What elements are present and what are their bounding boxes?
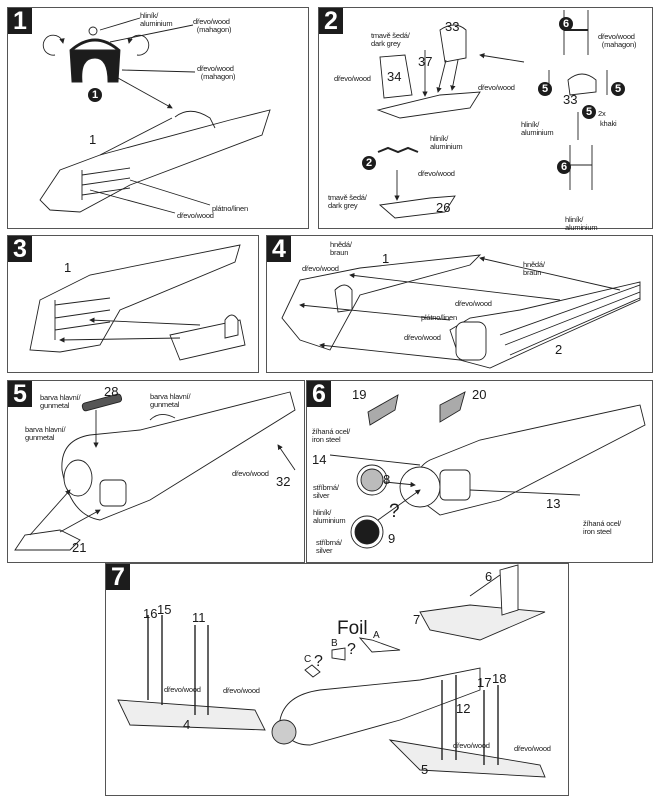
part-number: 20 — [472, 387, 487, 402]
part-number: 5 — [421, 762, 429, 777]
part-number: 21 — [72, 540, 87, 555]
callout-5: 5 — [611, 82, 625, 96]
label-wood: dřevo/wood — [302, 264, 339, 273]
label-dark-grey: tmavě šedá/ dark grey — [371, 31, 410, 48]
part-number: 18 — [492, 671, 507, 686]
part-number: 37 — [418, 54, 433, 69]
part-number: 19 — [352, 387, 367, 402]
foil-part-c: C — [304, 654, 312, 665]
part-number: 1 — [89, 132, 97, 147]
foil-part-b: B — [331, 638, 338, 649]
part-number: 34 — [387, 69, 402, 84]
label-braun: hnědá/ braun — [523, 260, 545, 277]
label-aluminium: hliník/ aluminium — [521, 120, 554, 137]
label-wood: dřevo/wood — [418, 169, 455, 178]
label-iron-steel: žíhaná ocel/ iron steel — [312, 427, 351, 444]
question-mark: ? — [347, 641, 356, 658]
question-mark: ? — [314, 653, 323, 670]
step-number: 6 — [307, 381, 331, 407]
part-number: 26 — [436, 200, 451, 215]
callout-2: 2 — [362, 156, 376, 170]
label-gunmetal: barva hlavní/ gunmetal — [150, 392, 191, 409]
part-number: 7 — [413, 612, 421, 627]
label-silver: stříbrná/ silver — [316, 538, 342, 555]
label-wood: dřevo/wood — [232, 469, 269, 478]
label-wood-mahagon: dřevo/wood (mahagon) — [193, 17, 232, 34]
part-number: 33 — [563, 92, 578, 107]
foil-part-a: A — [373, 630, 380, 641]
callout-5: 5 — [538, 82, 552, 96]
step-2-panel: 2 — [318, 7, 653, 229]
label-iron-steel: žíhaná ocel/ iron steel — [583, 519, 622, 536]
label-wood: dřevo/wood — [478, 83, 515, 92]
step-number: 5 — [8, 381, 32, 407]
callout-5: 5 — [582, 105, 596, 119]
label-khaki: khaki — [600, 119, 617, 128]
part-number: 6 — [485, 569, 493, 584]
part-number: 1 — [382, 251, 390, 266]
label-wood: dřevo/wood — [177, 211, 214, 220]
part-number: 11 — [192, 610, 206, 625]
label-aluminium: hliník/ aluminium — [140, 11, 173, 28]
part-number: 14 — [312, 452, 327, 467]
label-braun: hnědá/ braun — [330, 240, 352, 257]
part-number: 32 — [276, 474, 291, 489]
callout-6: 6 — [557, 160, 571, 174]
label-wood: dřevo/wood — [334, 74, 371, 83]
part-number: 17 — [477, 675, 492, 690]
foil-label: Foil — [337, 618, 368, 639]
label-wood-mahagon: dřevo/wood (mahagon) — [197, 64, 236, 81]
label-wood: dřevo/wood — [455, 299, 492, 308]
part-number: 8 — [383, 472, 391, 487]
step-number: 7 — [106, 564, 130, 590]
label-wood: dřevo/wood — [223, 686, 260, 695]
label-wood-mahagon: dřevo/wood (mahagon) — [598, 32, 637, 49]
callout-1: 1 — [88, 88, 102, 102]
part-number: 16 — [143, 606, 158, 621]
step-number: 4 — [267, 236, 291, 262]
part-number: 4 — [183, 717, 191, 732]
part-number: 33 — [445, 19, 460, 34]
step-1-panel: 1 — [7, 7, 309, 229]
label-aluminium: hliník/ aluminium — [565, 215, 598, 232]
label-wood: dřevo/wood — [164, 685, 201, 694]
step-number: 3 — [8, 236, 32, 262]
label-gunmetal: barva hlavní/ gunmetal — [25, 425, 66, 442]
callout-6: 6 — [559, 17, 573, 31]
label-aluminium: hliník/ aluminium — [313, 508, 346, 525]
part-number: 28 — [104, 384, 119, 399]
part-number: 12 — [456, 701, 471, 716]
label-wood: dřevo/wood — [514, 744, 551, 753]
label-linen: plátno/linen — [212, 204, 248, 213]
step-3-panel: 3 — [7, 235, 259, 373]
quantity-label: 2x — [598, 109, 606, 118]
label-gunmetal: barva hlavní/ gunmetal — [40, 393, 81, 410]
part-number: 15 — [157, 602, 172, 617]
part-number: 1 — [64, 260, 72, 275]
part-number: 13 — [546, 496, 561, 511]
label-aluminium: hliník/ aluminium — [430, 134, 463, 151]
label-wood: dřevo/wood — [404, 333, 441, 342]
label-linen: plátno/linen — [421, 313, 457, 322]
part-number: 9 — [388, 531, 396, 546]
step-number: 1 — [8, 8, 32, 34]
label-silver: stříbrná/ silver — [313, 483, 339, 500]
step-number: 2 — [319, 8, 343, 34]
label-dark-grey: tmavě šedá/ dark grey — [328, 193, 367, 210]
question-mark: ? — [389, 501, 400, 522]
label-wood: dřevo/wood — [453, 741, 490, 750]
part-number: 2 — [555, 342, 563, 357]
